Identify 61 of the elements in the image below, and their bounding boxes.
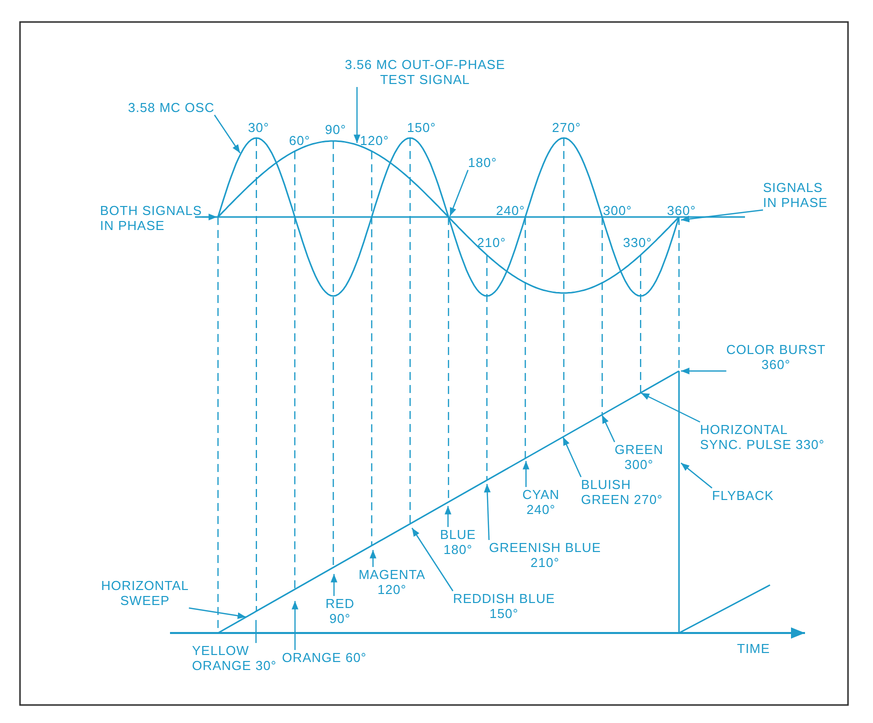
phase-angle-label: 90° [325,122,346,137]
callout-label: ORANGE 60° [282,650,367,665]
leader-line [188,607,246,619]
leader-line [522,461,530,487]
callout-label: GREENISH BLUE 210° [489,540,601,570]
phase-angle-label: 30° [248,120,270,135]
sweep-ramp [218,370,680,634]
callout-label: HORIZONTAL SWEEP [101,578,189,608]
dashed-projection-line [410,138,411,524]
callout-label: YELLOW ORANGE 30° [192,643,277,673]
leader-line [370,550,376,567]
dashed-projection-line [332,141,334,568]
dashed-projection-line [524,217,526,458]
leader-line [330,574,338,596]
axis-label: TIME [737,641,770,656]
callout-label: COLOR BURST 360° [726,342,826,372]
callout-label: HORIZONTAL SYNC. PULSE 330° [700,422,825,452]
leader-line [681,368,726,374]
callout-label: BLUISH GREEN 270° [581,477,663,507]
callout-label: BLUE 180° [440,527,476,557]
leader-line [601,414,616,442]
phase-angle-label: 240° [496,203,525,218]
leader-line [292,601,298,650]
phase-angle-label: 120° [360,133,389,148]
leader-line [449,170,469,216]
callout-label: 3.56 MC OUT-OF-PHASE TEST SIGNAL [344,57,506,87]
leader-line [214,114,240,154]
leader-line [562,436,582,478]
callout-label: FLYBACK [712,488,774,503]
callout-label: CYAN 240° [522,487,560,517]
callout-label: 3.58 MC OSC [128,100,214,115]
callout-label: REDDISH BLUE 150° [452,591,556,621]
dashed-projection-line [486,255,488,480]
dashed-projection-line [256,138,257,612]
callout-label: MAGENTA 120° [358,567,426,597]
phase-angle-label: 60° [289,133,310,148]
dashed-projection-line [640,255,642,393]
callout-label: BOTH SIGNALS IN PHASE [100,203,202,233]
phase-angle-label: 210° [477,235,506,250]
phase-angle-label: 360° [667,203,696,218]
dashed-projection-line [678,217,680,371]
leader-line [680,209,764,222]
leader-line [680,462,712,488]
callout-label: GREEN 300° [614,442,664,472]
leader-line [484,484,491,540]
dashed-projection-line [371,151,372,546]
phase-angle-label: 270° [552,120,581,135]
leader-line [412,528,454,592]
callout-label: SIGNALS IN PHASE [763,180,828,210]
callout-label: 180° [468,155,497,170]
leader-line [255,620,257,643]
phase-angle-label: 150° [407,120,436,135]
phase-angle-label: 300° [603,203,632,218]
leader-line [202,214,217,220]
leader-line [354,87,360,143]
phase-angle-label: 330° [623,235,652,250]
dashed-projection-line [602,217,603,415]
leader-line [640,392,700,423]
leader-line [444,506,452,527]
callout-label: RED 90° [326,596,354,626]
dashed-projection-line [294,151,296,590]
